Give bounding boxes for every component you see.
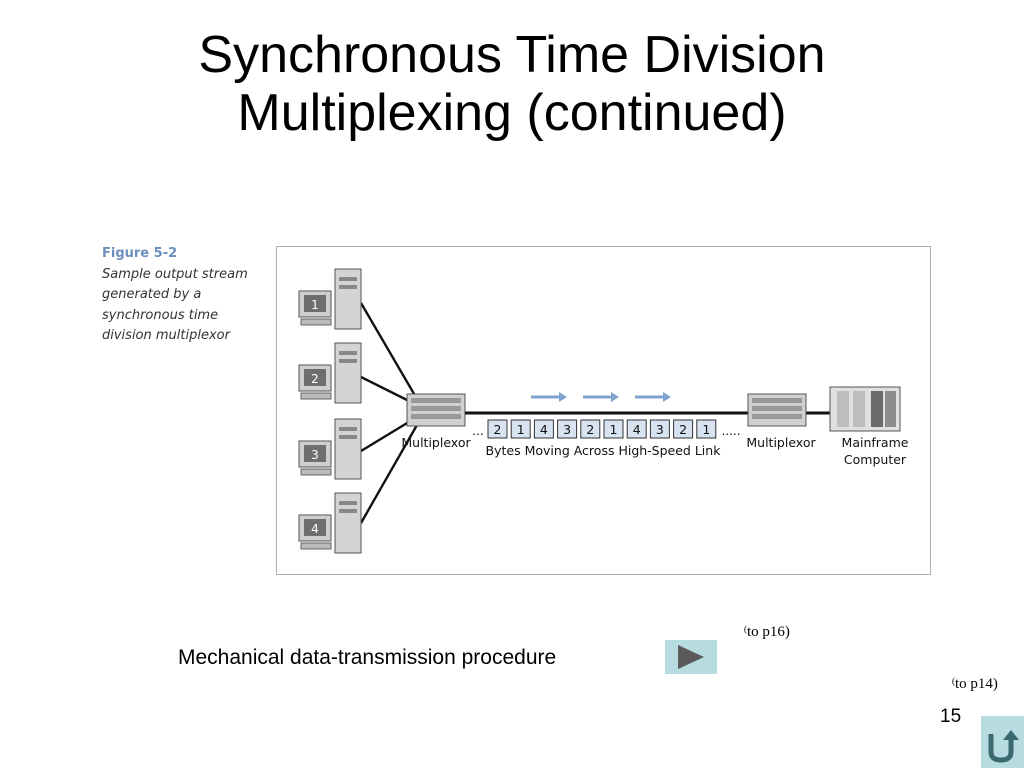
mainframe: Mainframe Computer [829, 386, 909, 467]
play-icon [678, 645, 704, 669]
connection-line-1 [359, 302, 419, 400]
stream-left-dots: ... [472, 424, 483, 438]
terminal-1: 1 [298, 268, 362, 330]
byte-cell: 4 [626, 419, 647, 439]
play-button[interactable] [665, 640, 717, 674]
to-p16-link[interactable]: (to p16) [744, 624, 790, 641]
figure-label: Figure 5-2 [102, 246, 178, 261]
byte-cell-number: 2 [494, 422, 502, 437]
tdm-diagram-svg: 1 2 3 4 [298, 268, 909, 554]
terminal-number: 3 [311, 448, 319, 462]
slide-title-line-2: Multiplexing (continued) [237, 84, 787, 142]
terminal-connections [359, 302, 419, 524]
terminal-3: 3 [298, 418, 362, 480]
connection-line-4 [359, 424, 419, 524]
link-label: Bytes Moving Across High-Speed Link [486, 443, 722, 458]
byte-cell: 2 [580, 419, 601, 439]
slide-title-line-1: Synchronous Time Division [198, 26, 826, 84]
left-multiplexor-label: Multiplexor [401, 435, 471, 450]
byte-cell: 3 [649, 419, 670, 439]
return-arrow-icon [988, 730, 1019, 763]
tdm-diagram: 1 2 3 4 [276, 246, 931, 575]
procedure-label: Mechanical data-transmission procedure [178, 646, 557, 669]
page-number: 15 [940, 706, 962, 727]
right-multiplexor: Multiplexor [746, 393, 816, 450]
byte-cell: 2 [673, 419, 694, 439]
terminal-number: 1 [311, 298, 319, 312]
to-p14-link[interactable]: (to p14) [952, 676, 998, 693]
figure-caption: Figure 5-2 Sample output stream generate… [102, 244, 272, 347]
terminal-number: 4 [311, 522, 319, 536]
byte-cell-number: 2 [679, 422, 687, 437]
caption-line: generated by a [102, 287, 202, 302]
mainframe-label-line-1: Mainframe [842, 435, 909, 450]
to-p14-text: to p14) [955, 676, 998, 692]
paren: ( [744, 624, 747, 634]
byte-cell: 1 [603, 419, 624, 439]
byte-cell-number: 1 [610, 422, 618, 437]
arrow-right-icon [635, 392, 671, 402]
caption-line: Sample output stream [102, 266, 248, 282]
byte-cell: 4 [533, 419, 554, 439]
arrow-right-icon [531, 392, 567, 402]
right-multiplexor-label: Multiplexor [746, 435, 816, 450]
motion-arrows [531, 392, 671, 402]
byte-cell-number: 2 [586, 422, 594, 437]
byte-cell-number: 1 [517, 422, 525, 437]
arrow-right-icon [583, 392, 619, 402]
mainframe-label-line-2: Computer [844, 452, 907, 467]
to-p16-text: to p16) [747, 624, 790, 640]
left-multiplexor: Multiplexor [401, 393, 471, 450]
paren: ( [952, 676, 955, 686]
byte-cell: 2 [487, 419, 508, 439]
byte-cell: 1 [696, 419, 717, 439]
return-button[interactable] [981, 716, 1024, 768]
byte-cell-number: 4 [633, 422, 641, 437]
slide-title: Synchronous Time Division Multiplexing (… [0, 26, 1024, 142]
byte-cell-number: 1 [702, 422, 710, 437]
byte-cell: 1 [510, 419, 531, 439]
caption-line: division multiplexor [102, 328, 230, 343]
terminal-2: 2 [298, 342, 362, 404]
stream-right-dots: ..... [721, 424, 740, 438]
byte-cell: 3 [557, 419, 578, 439]
caption-line: synchronous time [102, 307, 219, 323]
byte-cell-number: 3 [563, 422, 571, 437]
terminal-4: 4 [298, 492, 362, 554]
byte-cell-number: 3 [656, 422, 664, 437]
byte-cell-number: 4 [540, 422, 548, 437]
terminal-number: 2 [311, 372, 319, 386]
